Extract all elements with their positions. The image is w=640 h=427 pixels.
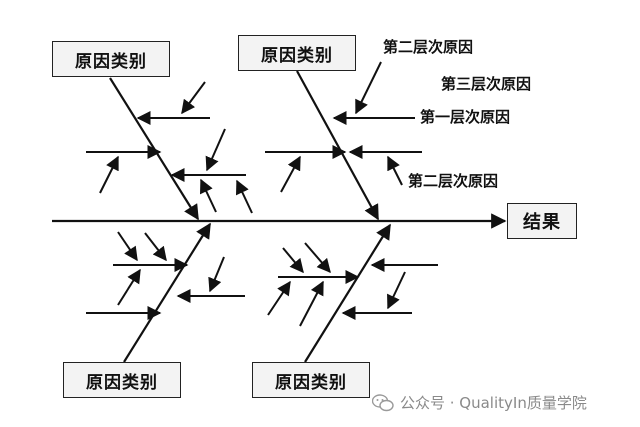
cause-arrow-tr-1-sub — [355, 61, 382, 115]
cause-arrow-tl-3-sub1 — [205, 128, 226, 172]
watermark-text: 公众号 · QualityIn质量学院 — [400, 394, 587, 412]
wechat-icon — [372, 393, 394, 411]
main-bone-bottom-left — [123, 222, 211, 363]
cause-arrow-br-1-sub2 — [304, 242, 331, 274]
label-second-level-top: 第二层次原因 — [383, 38, 474, 56]
cause-arrow-br-3-sub — [387, 271, 406, 310]
cause-arrow-br-1-sub4 — [299, 280, 324, 327]
cause-arrow-tl-3-sub2 — [200, 178, 217, 213]
cause-arrow-br-1-sub3 — [267, 280, 291, 316]
main-bone-top-left — [109, 77, 199, 221]
label-second-level-mid: 第二层次原因 — [408, 172, 499, 190]
result-box: 结果 — [507, 203, 577, 239]
cause-arrow-bl-1-sub2 — [144, 232, 167, 262]
cause-arrow-tl-3-sub3 — [236, 179, 253, 214]
label-first-level: 第一层次原因 — [420, 108, 511, 126]
category-box-bottom-left: 原因类别 — [63, 362, 181, 398]
main-bone-bottom-right — [304, 223, 391, 363]
label-third-level: 第三层次原因 — [441, 75, 532, 93]
cause-arrow-tl-1-sub — [181, 81, 206, 115]
category-box-top-left: 原因类别 — [52, 41, 170, 77]
cause-arrow-bl-1-sub1 — [117, 231, 138, 262]
cause-arrow-tl-2-sub — [99, 155, 119, 194]
cause-arrow-tr-2-sub — [280, 155, 301, 193]
cause-arrow-bl-1-sub3 — [117, 268, 141, 306]
cause-arrow-bl-2-sub — [208, 256, 225, 293]
category-box-top-right: 原因类别 — [238, 35, 356, 71]
watermark: 公众号 · QualityIn质量学院 — [372, 392, 587, 413]
cause-arrow-br-1-sub1 — [282, 247, 304, 274]
category-box-bottom-right: 原因类别 — [252, 362, 370, 398]
cause-arrow-tr-3-sub — [387, 155, 403, 186]
